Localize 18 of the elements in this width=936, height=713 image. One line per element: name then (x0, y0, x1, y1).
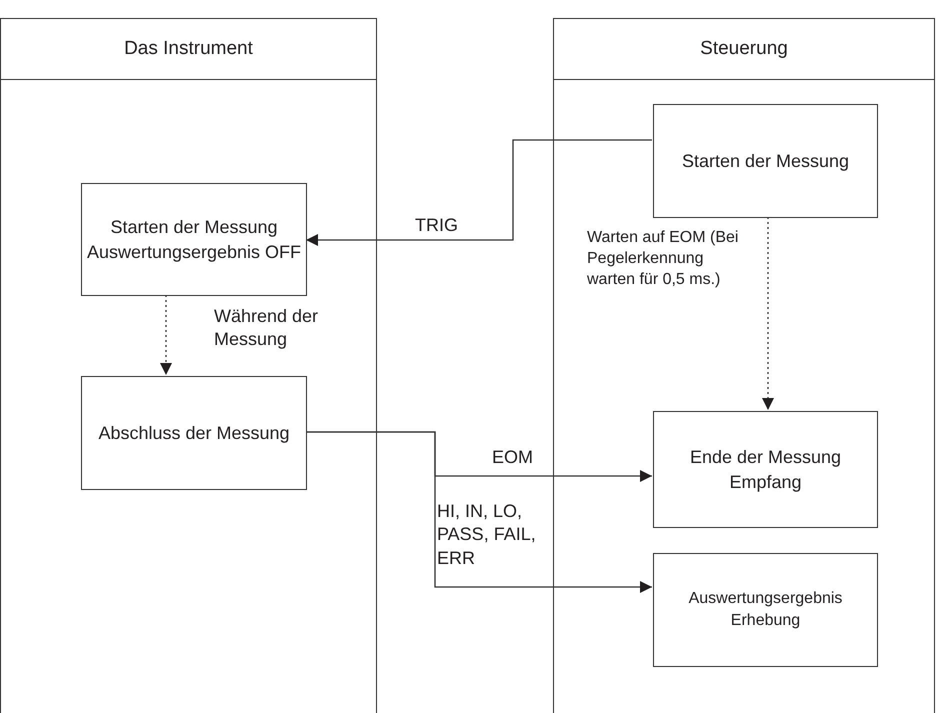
box-text: Ende der Messung Empfang (688, 446, 842, 494)
arrow (160, 295, 172, 375)
process-box (81, 183, 307, 296)
box-text: Auswertungsergebnis Erhebung (688, 589, 844, 631)
box-text: Starten der Messung Auswertungsergebnis OFF (86, 216, 302, 264)
box-text: Abschluss der Messung (98, 422, 290, 445)
swimlane (0, 18, 377, 713)
process-box (653, 411, 878, 528)
process-box (653, 104, 878, 218)
arrow (306, 139, 652, 246)
arrow (762, 217, 774, 410)
swimlane (553, 18, 935, 713)
arrow (306, 431, 652, 593)
process-box (653, 553, 878, 667)
process-box (81, 376, 307, 490)
lane-header: Steuerung (554, 19, 934, 80)
box-text: Starten der Messung (682, 150, 850, 173)
lane-header: Das Instrument (1, 19, 376, 80)
